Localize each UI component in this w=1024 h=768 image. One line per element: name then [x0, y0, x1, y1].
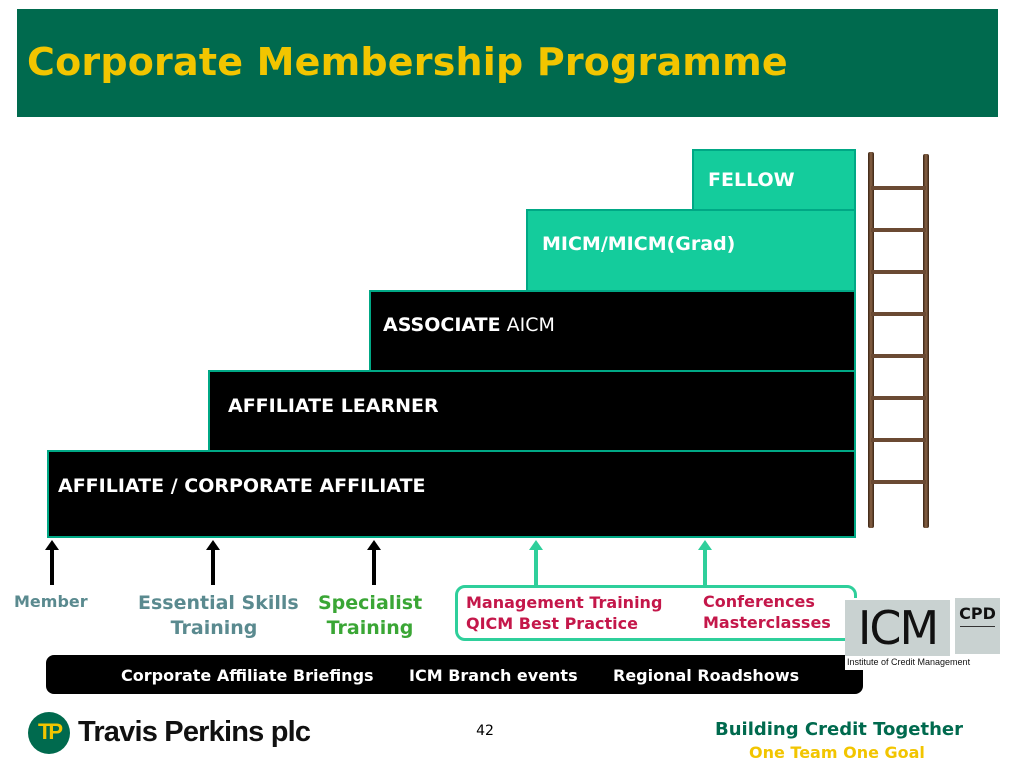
slogan-line-2: One Team One Goal — [749, 743, 925, 762]
cpd-logo: CPD — [955, 598, 1000, 654]
slogan-line-1: Building Credit Together — [715, 719, 963, 740]
step-label-affiliate-learner: AFFILIATE LEARNER — [228, 395, 439, 417]
management-training-box — [455, 585, 857, 641]
page-number: 42 — [476, 723, 494, 739]
arrow-up-icon — [529, 540, 543, 585]
tp-logo-name: Travis Perkins plc — [78, 716, 311, 748]
arrow-up-icon — [206, 540, 220, 585]
category-specialist: Specialist Training — [318, 592, 423, 639]
management-training-text: Management Training QICM Best Practice — [466, 593, 663, 633]
tp-logo-icon — [28, 712, 70, 754]
step-affiliate-learner — [208, 370, 856, 452]
tp-logo-monogram: TP — [37, 719, 63, 744]
step-label-fellow: FELLOW — [708, 169, 795, 191]
category-member: Member — [14, 592, 88, 611]
events-bar — [46, 655, 863, 694]
bar-item-branch-events: ICM Branch events — [409, 666, 578, 685]
travis-perkins-logo: TP Travis Perkins plc — [28, 712, 311, 756]
step-fellow — [692, 149, 856, 211]
step-label-affiliate-corporate: AFFILIATE / CORPORATE AFFILIATE — [58, 475, 426, 497]
step-affiliate-corporate — [47, 450, 856, 538]
cpd-logo-text: CPD — [959, 604, 996, 623]
step-label-associate: ASSOCIATE AICM — [383, 314, 555, 336]
step-associate — [369, 290, 856, 372]
bar-item-roadshows: Regional Roadshows — [613, 666, 800, 685]
arrow-up-icon — [698, 540, 712, 585]
arrow-up-icon — [367, 540, 381, 585]
icm-logo-caption: Institute of Credit Management — [847, 657, 971, 667]
conferences-text: Conferences Masterclasses — [703, 592, 831, 632]
arrow-up-icon — [45, 540, 59, 585]
icm-logo: ICM Institute of Credit Management — [845, 598, 970, 670]
header-banner — [17, 9, 998, 117]
step-label-micm: MICM/MICM(Grad) — [542, 233, 736, 255]
slide-title: Corporate Membership Programme — [27, 40, 788, 84]
ladder-icon — [868, 152, 929, 528]
icm-logo-letters: ICM — [845, 600, 950, 656]
category-essential-skills: Essential Skills Training — [138, 592, 299, 639]
bar-item-briefings: Corporate Affiliate Briefings — [121, 666, 374, 685]
